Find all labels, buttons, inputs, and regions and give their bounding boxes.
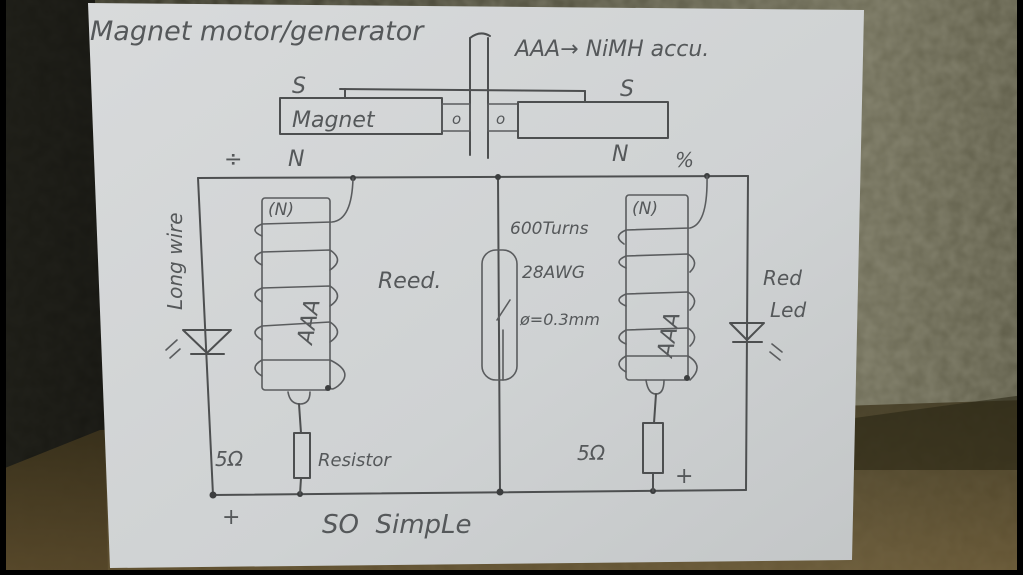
top-rail (197, 175, 749, 179)
right-resistor-value: 5Ω (577, 441, 606, 465)
left-shadow (0, 0, 108, 575)
junction-dot (209, 491, 217, 499)
rotor-bar (339, 88, 586, 92)
right-magnet-end-mark: o (496, 110, 505, 128)
left-resistor-value: 5Ω (215, 447, 244, 471)
left-black-bar (0, 0, 6, 575)
junction-dot (496, 488, 504, 496)
title-text: Magnet motor/generator (90, 16, 425, 47)
reed-switch (481, 249, 518, 381)
right-terminal-plus: + (675, 464, 693, 489)
left-pole-marker: ÷ (224, 147, 242, 172)
left-magnet-end-mark: o (452, 110, 461, 128)
left-pole-top: S (292, 74, 306, 99)
right-magnet: o (487, 101, 669, 139)
right-coil-top-label: (N) (632, 199, 658, 219)
left-coil-top-label: (N) (268, 200, 294, 220)
left-resistor-lead-bottom (299, 477, 302, 495)
right-rail (745, 175, 749, 491)
left-magnet: Magnet o (279, 97, 471, 135)
right-resistor-lead-top (653, 393, 657, 424)
bottom-black-bar (0, 570, 1023, 575)
note-text: AAA→ NiMH accu. (513, 37, 709, 62)
right-coil: (N) AAA (617, 175, 708, 395)
left-led-label: Long wire (163, 212, 187, 310)
right-pole-bottom: N (612, 142, 628, 167)
right-black-bar (1017, 0, 1023, 575)
right-pole-marker: % (675, 148, 694, 172)
left-resistor-lead-top (298, 403, 302, 434)
shaft-cap (469, 32, 491, 39)
right-led-label-line1: Red (763, 266, 802, 290)
left-resistor-label: Resistor (318, 450, 392, 471)
right-pole-top: S (620, 77, 634, 102)
left-rail (197, 177, 214, 496)
coil-spec-awg: 28AWG (522, 263, 585, 283)
paper-sheet (88, 3, 864, 568)
center-rail (497, 176, 501, 493)
left-led (165, 329, 232, 359)
left-pole-bottom: N (288, 147, 304, 172)
junction-dot (495, 174, 501, 180)
floor-shadow (840, 395, 1023, 470)
footer-text: SO SimpLe (322, 510, 472, 540)
left-magnet-label: Magnet (292, 108, 376, 133)
right-led-label-line2: Led (770, 298, 806, 322)
coil-spec-diameter: ø=0.3mm (519, 310, 600, 329)
reed-label: Reed. (378, 269, 441, 294)
coil-spec-turns: 600Turns (510, 219, 589, 239)
right-led (729, 322, 783, 361)
left-terminal-plus: + (222, 505, 240, 530)
